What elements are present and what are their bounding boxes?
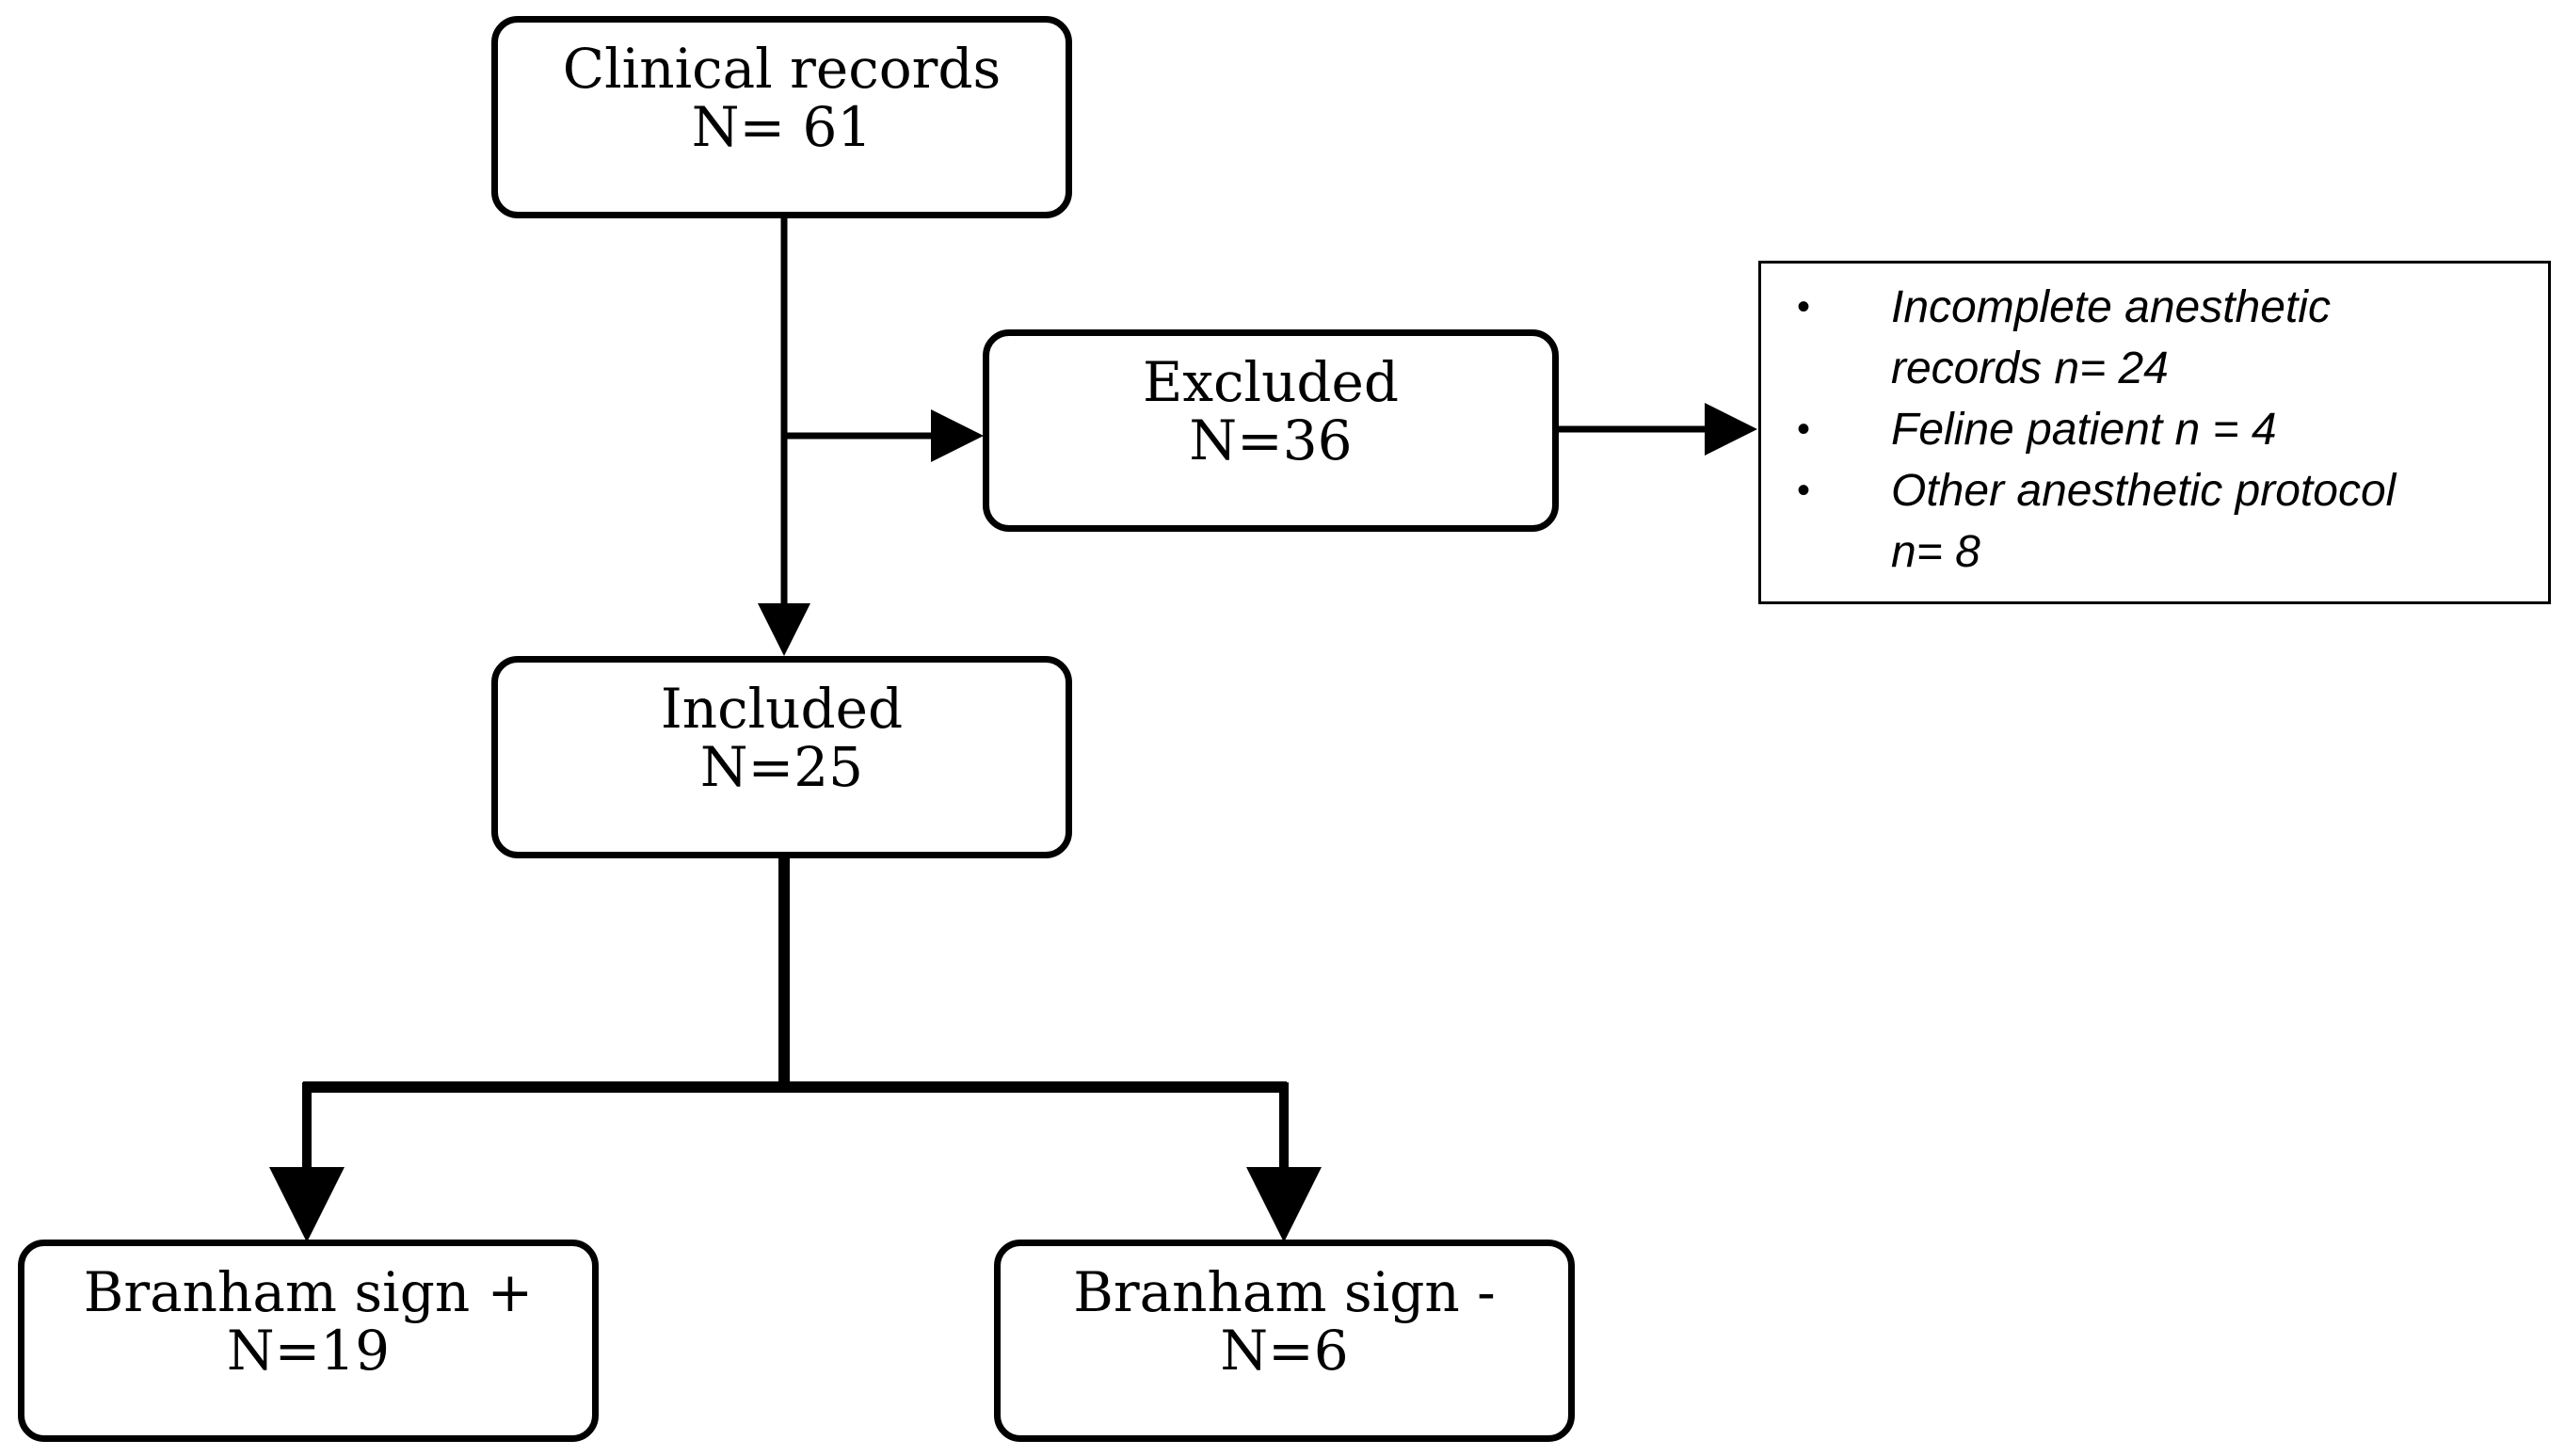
branham-positive-box: Branham sign + N=19 bbox=[18, 1240, 599, 1442]
excluded-label: Excluded bbox=[1142, 350, 1400, 414]
excluded-box: Excluded N=36 bbox=[983, 329, 1559, 532]
bullet-icon: • bbox=[1797, 408, 1811, 450]
exclusion-reason-line: Other anesthetic protocol bbox=[1891, 466, 2397, 516]
exclusion-reasons-box: • Incomplete anesthetic records n= 24 • … bbox=[1758, 261, 2551, 604]
exclusion-reasons-list: • Incomplete anesthetic records n= 24 • … bbox=[1761, 277, 2529, 583]
exclusion-reason-item: • Other anesthetic protocol n= 8 bbox=[1761, 460, 2529, 583]
included-box: Included N=25 bbox=[491, 656, 1072, 858]
included-count: N=25 bbox=[699, 735, 864, 799]
included-label: Included bbox=[660, 677, 904, 741]
branham-positive-label: Branham sign + bbox=[83, 1260, 534, 1324]
branham-negative-label: Branham sign - bbox=[1073, 1260, 1496, 1324]
clinical-records-box: Clinical records N= 61 bbox=[491, 16, 1072, 218]
bullet-icon: • bbox=[1797, 286, 1811, 328]
excluded-count: N=36 bbox=[1189, 408, 1353, 472]
exclusion-reason-line: records n= 24 bbox=[1891, 344, 2169, 393]
exclusion-reason-line: n= 8 bbox=[1891, 527, 1980, 577]
branham-negative-count: N=6 bbox=[1220, 1319, 1349, 1383]
branham-positive-count: N=19 bbox=[226, 1319, 391, 1383]
exclusion-reason-line: Feline patient n = 4 bbox=[1891, 405, 2277, 455]
bullet-icon: • bbox=[1797, 470, 1811, 511]
exclusion-reason-item: • Feline patient n = 4 bbox=[1761, 399, 2529, 460]
exclusion-reason-item: • Incomplete anesthetic records n= 24 bbox=[1761, 277, 2529, 399]
branham-negative-box: Branham sign - N=6 bbox=[994, 1240, 1575, 1442]
clinical-records-count: N= 61 bbox=[691, 95, 873, 159]
exclusion-reason-line: Incomplete anesthetic bbox=[1891, 282, 2331, 332]
clinical-records-label: Clinical records bbox=[562, 37, 1002, 101]
